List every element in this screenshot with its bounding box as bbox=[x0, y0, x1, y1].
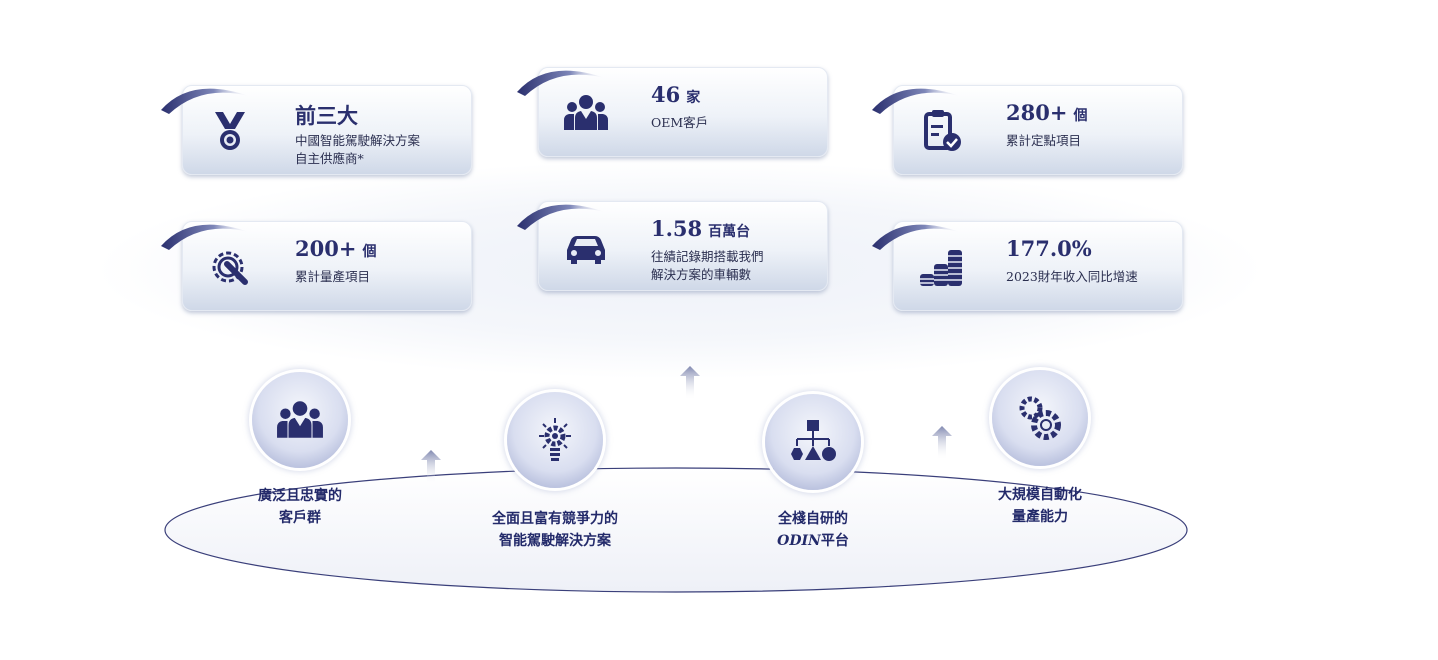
stat-value: 1.58 bbox=[651, 216, 703, 241]
pillar-label-line: 客戶群 bbox=[279, 510, 321, 526]
swoosh-decoration bbox=[161, 224, 249, 250]
swoosh-decoration bbox=[517, 70, 605, 96]
stat-desc-line: 往績記錄期搭載我們 bbox=[651, 249, 764, 264]
stat-card: 46 家 OEM客戶 bbox=[517, 67, 828, 157]
pillar-label-line: 全棧自研的 bbox=[778, 511, 848, 527]
stat-desc-line: 累計量產項目 bbox=[295, 269, 371, 284]
pillar-label-line: 智能駕駛解決方案 bbox=[499, 533, 611, 549]
medal-icon bbox=[207, 108, 253, 154]
clipboard-check-icon bbox=[918, 108, 964, 154]
car-icon bbox=[563, 224, 609, 270]
stat-desc-line: 累計定點項目 bbox=[1006, 133, 1082, 148]
stat-desc-line: 2023財年收入同比增速 bbox=[1006, 269, 1138, 284]
stat-desc-line: 解決方案的車輛數 bbox=[651, 267, 752, 282]
swoosh-decoration bbox=[517, 204, 605, 230]
up-arrow-icon bbox=[680, 366, 700, 400]
stat-card: 177.0% 2023財年收入同比增速 bbox=[872, 221, 1183, 311]
stat-card: 280+ 個 累計定點項目 bbox=[872, 85, 1183, 175]
stat-unit: 百萬台 bbox=[708, 224, 751, 240]
stat-desc-line: 自主供應商* bbox=[295, 151, 364, 166]
pillar-circle bbox=[765, 394, 861, 490]
pillar-label: 大規模自動化量產能力 bbox=[940, 484, 1140, 528]
swoosh-decoration bbox=[872, 88, 960, 114]
stat-value: 280+ bbox=[1006, 100, 1068, 125]
stat-value: 46 bbox=[651, 82, 681, 107]
up-arrow-icon bbox=[421, 450, 441, 484]
pillar-label-line: 廣泛且忠實的 bbox=[258, 488, 342, 504]
pillar-circle bbox=[507, 392, 603, 488]
pillar-label-line: 平台 bbox=[820, 533, 849, 549]
stat-desc-line: OEM客戶 bbox=[651, 115, 709, 130]
coins-icon bbox=[918, 244, 964, 290]
stat-desc-line: 中國智能駕駛解決方案 bbox=[295, 133, 421, 148]
stat-unit: 家 bbox=[686, 90, 701, 106]
hierarchy-icon bbox=[791, 420, 836, 461]
pillar-label: 全棧自研的 ODIN平台 bbox=[713, 508, 913, 552]
gears-icon bbox=[1019, 396, 1061, 440]
people-icon bbox=[277, 401, 323, 438]
stat-unit: 個 bbox=[362, 244, 377, 260]
lightbulb-gear-icon bbox=[539, 418, 571, 461]
pillar-label: 全面且富有競爭力的智能駕駛解決方案 bbox=[455, 508, 655, 552]
pillar-label-line: 全面且富有競爭力的 bbox=[492, 511, 618, 527]
pillar-circle bbox=[252, 372, 348, 468]
odin-text: ODIN bbox=[777, 533, 821, 549]
stat-unit: 個 bbox=[1073, 108, 1088, 124]
pillar-label: 廣泛且忠實的客戶群 bbox=[200, 485, 400, 529]
swoosh-decoration bbox=[161, 88, 249, 114]
pillar-circle bbox=[992, 370, 1088, 466]
stat-value: 前三大 bbox=[295, 103, 358, 128]
stat-card: 200+ 個 累計量產項目 bbox=[161, 221, 472, 311]
swoosh-decoration bbox=[872, 224, 960, 250]
stat-card: 1.58 百萬台 往績記錄期搭載我們解決方案的車輛數 bbox=[517, 201, 828, 291]
pillar-label-line: 量產能力 bbox=[1012, 509, 1068, 525]
people-icon bbox=[563, 90, 609, 136]
gear-wrench-icon bbox=[207, 244, 253, 290]
stat-value: 177.0% bbox=[1006, 236, 1092, 261]
up-arrow-icon bbox=[932, 426, 952, 460]
stat-card: 前三大 中國智能駕駛解決方案自主供應商* bbox=[161, 85, 472, 175]
pillar-label-line: 大規模自動化 bbox=[998, 487, 1082, 503]
stat-value: 200+ bbox=[295, 236, 357, 261]
